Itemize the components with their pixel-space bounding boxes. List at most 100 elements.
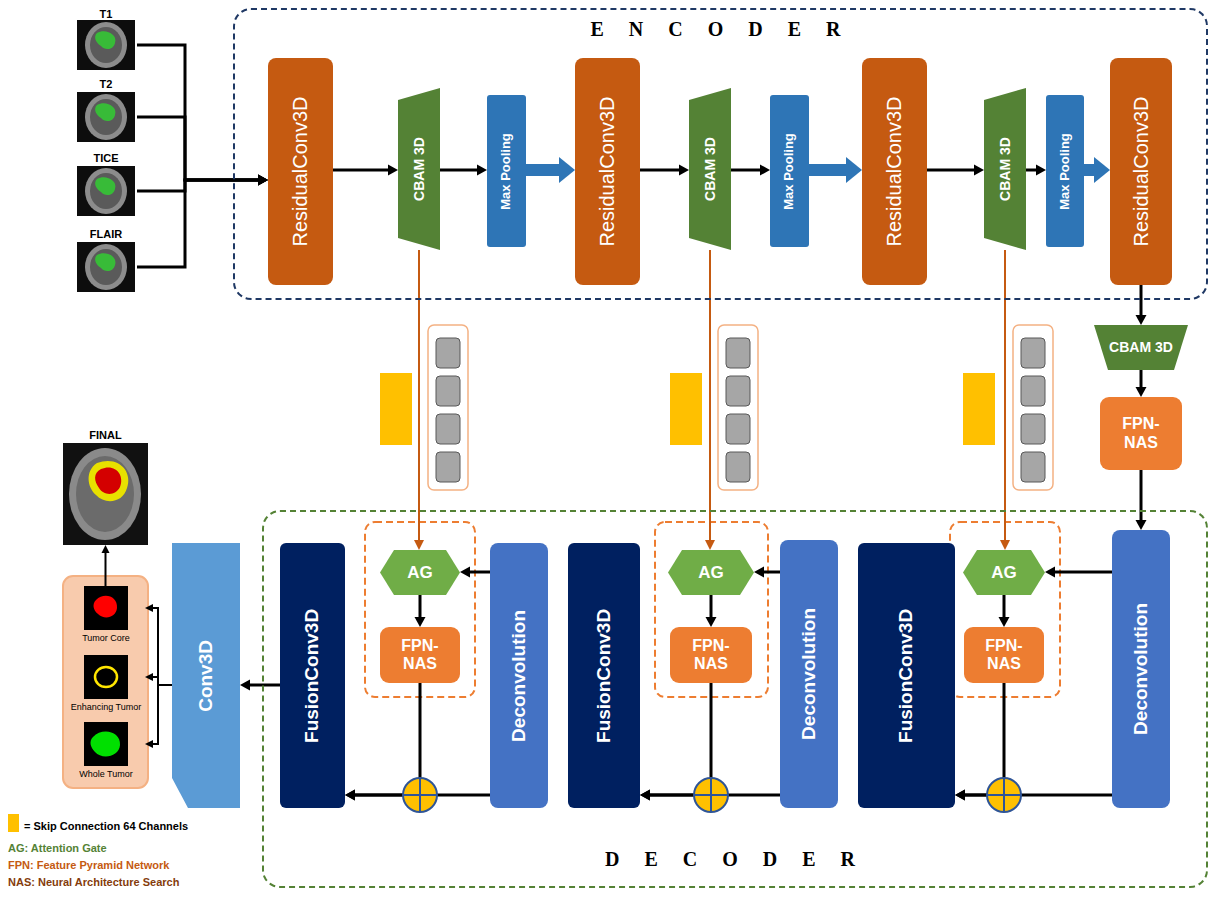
node-label: ResidualConv3D	[596, 96, 619, 246]
mask-ground	[84, 722, 128, 766]
enhancing-mask	[95, 667, 117, 687]
arrow-head	[754, 567, 764, 578]
attention-gate: AG	[963, 550, 1045, 595]
arrow-head	[145, 673, 153, 681]
note-line: AG: Attention Gate	[8, 838, 107, 856]
arrow-head	[1136, 315, 1147, 325]
residual-conv-block: ResidualConv3D	[1110, 58, 1172, 285]
connector-line	[152, 608, 172, 685]
stack-cell	[436, 338, 460, 368]
fpn-nas-block: FPN-NAS	[670, 627, 752, 683]
stack-frame	[1013, 325, 1053, 490]
node-label: FPN-NAS	[1116, 415, 1166, 452]
edema-region	[89, 461, 129, 501]
connector-arrow	[137, 175, 268, 192]
arrow-head	[974, 165, 984, 176]
residual-conv-block: ResidualConv3D	[268, 58, 333, 285]
output-image	[84, 722, 128, 766]
arrow-head	[258, 175, 268, 186]
connector-arrow	[333, 165, 398, 176]
region-frame: E N C O D E RResidualConv3DCBAM 3DMax Po…	[233, 8, 1208, 300]
max-pooling-block: Max Pooling	[1046, 95, 1084, 247]
connector-arrow	[460, 567, 490, 578]
node-label: FINAL	[89, 429, 121, 442]
node-label: CBAM 3D	[997, 137, 1013, 201]
arrow-head	[640, 790, 650, 801]
brain	[69, 448, 141, 540]
max-pooling-block: Max Pooling	[770, 95, 809, 247]
arrow-head	[460, 567, 470, 578]
connector-arrow	[1136, 370, 1147, 397]
arrow-head	[345, 790, 355, 801]
final-image	[63, 443, 148, 545]
arrow-head	[102, 545, 110, 553]
node-label: CBAM 3D	[1109, 339, 1173, 355]
connector-arrow	[731, 165, 770, 176]
connector-line	[640, 169, 680, 172]
sum-circle	[403, 778, 437, 812]
node-label: FusionConv3D	[302, 608, 324, 742]
node-label: FLAIR	[90, 228, 122, 241]
arrow-head	[955, 790, 965, 801]
connector-line	[1084, 164, 1095, 176]
connector-line	[440, 169, 478, 172]
residual-conv-block: ResidualConv3D	[862, 58, 927, 285]
node-label: Conv3D	[195, 640, 217, 712]
connector-line	[709, 250, 711, 541]
arrow-head	[258, 175, 268, 186]
sum-plus	[987, 778, 1021, 812]
cbam-block: CBAM 3D	[398, 88, 440, 250]
node-label: FPN-NAS	[395, 637, 445, 674]
image-panel: T2	[75, 74, 137, 142]
connector-arrow	[640, 165, 689, 176]
connector-line	[809, 164, 847, 176]
node-label: FusionConv3D	[593, 608, 615, 742]
skip-channel-bar	[670, 373, 702, 445]
mri-image	[77, 166, 135, 216]
note-line: FPN: Feature Pyramid Network	[8, 855, 169, 873]
block-outline	[963, 550, 1045, 595]
node-label: T1	[100, 8, 113, 21]
connector-line	[105, 552, 107, 586]
connector-arrow	[999, 595, 1010, 627]
legend-swatch	[8, 814, 19, 832]
arrow-head	[258, 175, 268, 186]
note-line: NAS: Neural Architecture Search	[8, 872, 179, 890]
connector-line	[1026, 169, 1037, 172]
sum-symbol	[694, 778, 728, 812]
connector-line	[763, 571, 780, 574]
connector-arrow	[927, 165, 984, 176]
connector-arrow	[240, 680, 280, 691]
connector-line	[1140, 285, 1143, 316]
residual-conv-block: ResidualConv3D	[575, 58, 640, 285]
mri-image	[77, 92, 135, 142]
sum-circle	[694, 778, 728, 812]
sum-plus	[694, 778, 728, 812]
block-outline	[398, 88, 440, 250]
arrow-head	[679, 165, 689, 176]
arrow-head	[388, 165, 398, 176]
sum-plus	[403, 778, 437, 812]
arrow-head	[258, 175, 268, 186]
connector-arrow	[415, 595, 426, 627]
channel-stack	[428, 325, 468, 490]
attention-gate: AG	[668, 550, 754, 595]
stack-cell	[1021, 452, 1045, 482]
deconvolution-block: Deconvolution	[780, 540, 838, 808]
connector-line	[418, 250, 420, 541]
stack-cell	[726, 338, 750, 368]
image-panel: TICE	[75, 148, 137, 216]
arrow-head	[705, 540, 715, 550]
connector-line	[1004, 250, 1006, 541]
connector-line	[1140, 370, 1143, 388]
block-outline	[172, 543, 240, 808]
connector-line	[731, 169, 761, 172]
channel-stack	[718, 325, 758, 490]
stack-cell	[726, 376, 750, 406]
core-region	[95, 467, 121, 493]
fusion-conv-block: FusionConv3D	[858, 543, 955, 808]
block-outline	[668, 550, 754, 595]
legend-text: = Skip Connection 64 Channels	[24, 820, 188, 832]
stack-frame	[428, 325, 468, 490]
